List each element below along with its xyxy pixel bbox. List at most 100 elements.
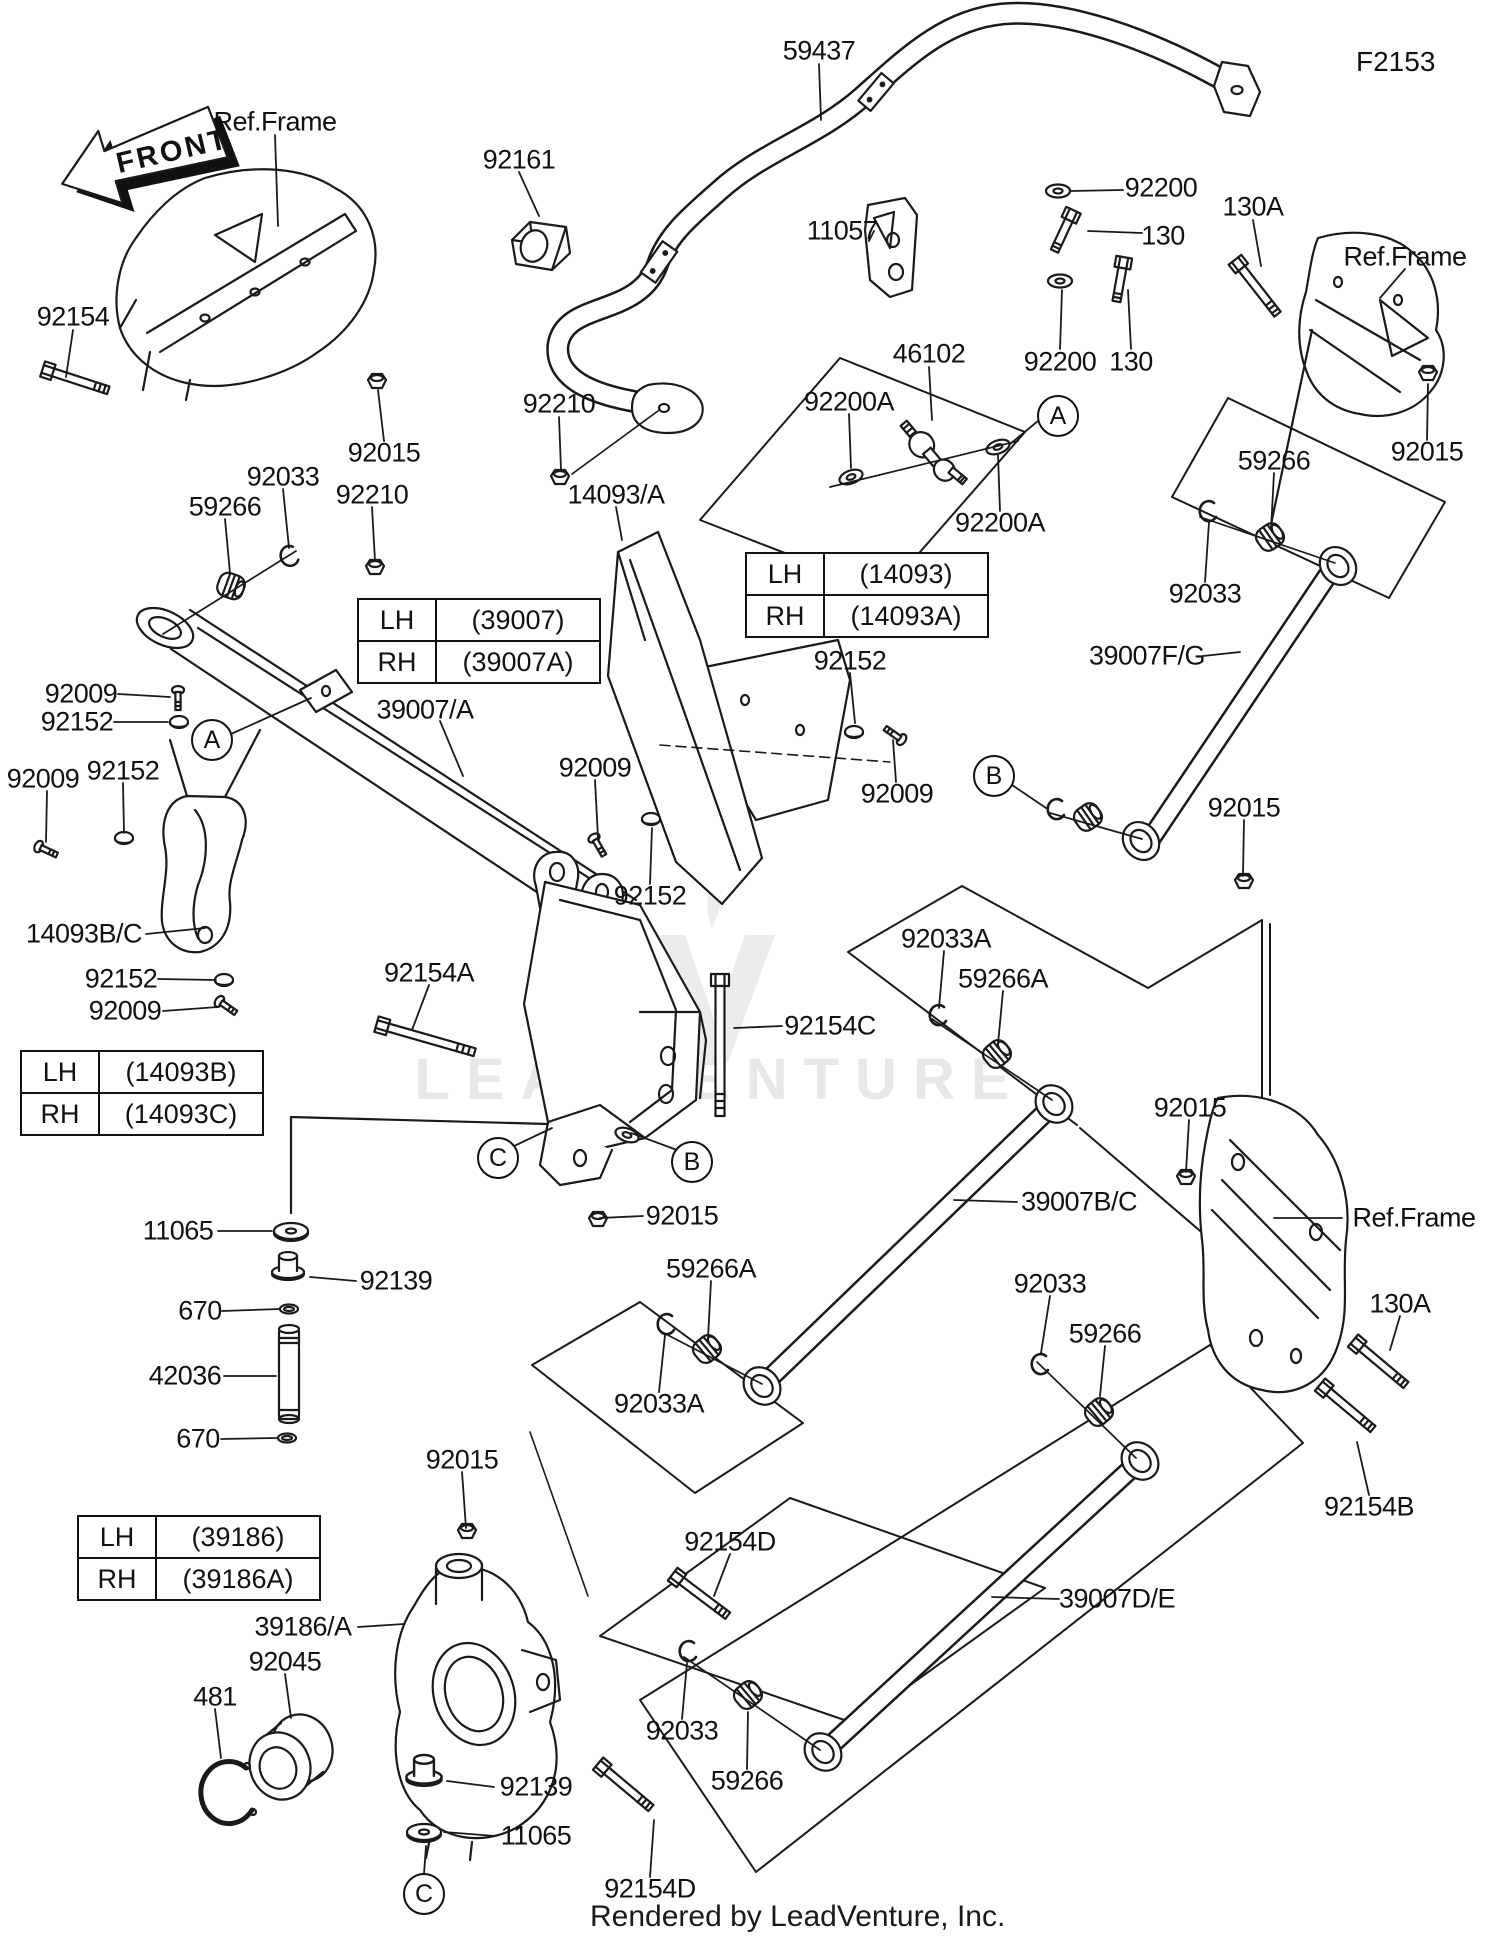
part-callout: 92015 xyxy=(425,1444,499,1475)
variant-side: LH xyxy=(357,598,437,642)
part-callout: 92139 xyxy=(499,1771,573,1802)
part-callout: 42036 xyxy=(148,1360,222,1391)
variant-table-14093: LH(14093)RH(14093A) xyxy=(745,552,989,638)
part-callout: 59266 xyxy=(1237,445,1311,476)
part-callout: 59437 xyxy=(782,35,856,66)
variant-part-number: (39007) xyxy=(435,598,601,642)
detail-marker-C: C xyxy=(477,1137,519,1179)
part-callout: 670 xyxy=(176,1423,220,1454)
stem-stack xyxy=(270,1221,310,1444)
part-callout: 59266 xyxy=(188,491,262,522)
part-callout: 92033 xyxy=(645,1715,719,1746)
part-callout: 92009 xyxy=(88,995,162,1026)
variant-row: LH(39007) xyxy=(357,598,601,642)
part-callout: 92154C xyxy=(784,1010,876,1041)
variant-table-39186: LH(39186)RH(39186A) xyxy=(77,1515,321,1601)
snap-ring-481 xyxy=(198,1759,258,1826)
variant-side: RH xyxy=(77,1557,157,1601)
variant-part-number: (39186A) xyxy=(155,1557,321,1601)
part-callout: 92152 xyxy=(613,880,687,911)
part-callout: 46102 xyxy=(892,338,966,369)
part-callout: 92015 xyxy=(347,437,421,468)
variant-row: RH(14093C) xyxy=(20,1092,264,1136)
part-callout: 11065 xyxy=(142,1215,214,1246)
trailing-arm-39007DE xyxy=(795,1433,1168,1780)
part-callout: 39186/A xyxy=(254,1611,352,1642)
detail-marker-B: B xyxy=(973,755,1015,797)
variant-side: RH xyxy=(20,1092,100,1136)
part-callout: 92009 xyxy=(44,678,118,709)
part-callout: 59266 xyxy=(1068,1318,1142,1349)
part-callout: 92154 xyxy=(36,301,110,332)
part-callout: 39007D/E xyxy=(1058,1583,1176,1614)
part-callout: 39007F/G xyxy=(1088,640,1206,671)
part-callout: 92033 xyxy=(1013,1268,1087,1299)
part-callout: 92009 xyxy=(6,763,80,794)
part-callout: 92200 xyxy=(1023,346,1097,377)
part-callout: 92033A xyxy=(900,923,992,954)
variant-table-14093B: LH(14093B)RH(14093C) xyxy=(20,1050,264,1136)
detail-marker-C: C xyxy=(403,1873,445,1915)
variant-row: LH(14093B) xyxy=(20,1050,264,1094)
ref-frame-left xyxy=(115,168,377,402)
part-callout: 11065 xyxy=(500,1820,572,1851)
variant-part-number: (14093A) xyxy=(823,594,989,638)
part-callout: 92009 xyxy=(860,778,934,809)
part-callout: 59266A xyxy=(665,1253,757,1284)
part-callout: 14093/A xyxy=(567,479,665,510)
bushing-92161 xyxy=(510,220,572,272)
part-callout: 14093B/C xyxy=(25,918,143,949)
part-callout: 11057 xyxy=(806,215,878,246)
trailing-arm-39007FG xyxy=(1114,538,1365,869)
part-callout: 481 xyxy=(193,1681,237,1712)
variant-row: RH(14093A) xyxy=(745,594,989,638)
part-callout: 92154D xyxy=(604,1873,696,1904)
stabilizer-link-46102 xyxy=(899,419,968,486)
variant-part-number: (39007A) xyxy=(435,640,601,684)
front-direction-arrow: FRONT xyxy=(61,105,240,212)
center-mount xyxy=(289,850,708,1597)
part-callout: 92152 xyxy=(84,963,158,994)
bracket-14093BC xyxy=(160,728,262,954)
trailing-arm-39007BC xyxy=(734,1076,1082,1414)
part-callout: 92200 xyxy=(1124,172,1198,203)
variant-side: LH xyxy=(20,1050,100,1094)
part-callout: 92015 xyxy=(1390,436,1464,467)
variant-part-number: (14093B) xyxy=(98,1050,264,1094)
cover-14093 xyxy=(606,530,891,906)
part-callout: 130A xyxy=(1222,191,1284,222)
drawing-code: F2153 xyxy=(1356,46,1436,77)
part-callout: Ref.Frame xyxy=(1343,241,1467,272)
knuckle-39186 xyxy=(198,1552,562,1862)
part-callout: 130 xyxy=(1109,346,1153,377)
part-callout: 92154B xyxy=(1323,1491,1415,1522)
part-callout: 59266 xyxy=(710,1765,784,1796)
frame-arm-39007 xyxy=(135,606,638,940)
part-callout: 130 xyxy=(1141,220,1185,251)
part-callout: 92015 xyxy=(645,1200,719,1231)
variant-side: RH xyxy=(745,594,825,638)
variant-row: RH(39007A) xyxy=(357,640,601,684)
detail-marker-A: A xyxy=(191,719,233,761)
sleeve-42036 xyxy=(277,1323,301,1425)
exploded-axes xyxy=(162,410,1336,1751)
part-callout: 39007/A xyxy=(376,694,474,725)
part-callout: 92152 xyxy=(86,755,160,786)
part-callout: 92200A xyxy=(803,386,895,417)
variant-side: LH xyxy=(745,552,825,596)
part-callout: 92015 xyxy=(1153,1092,1227,1123)
variant-part-number: (14093) xyxy=(823,552,989,596)
leader-lines xyxy=(45,63,1429,1878)
part-callout: 92152 xyxy=(813,645,887,676)
part-callout: 92033 xyxy=(1168,578,1242,609)
detail-marker-A: A xyxy=(1037,395,1079,437)
part-callout: 92033A xyxy=(613,1388,705,1419)
part-callout: 59266A xyxy=(957,963,1049,994)
part-callout: 92152 xyxy=(40,706,114,737)
part-callout: 92045 xyxy=(248,1646,322,1677)
variant-side: LH xyxy=(77,1515,157,1559)
part-callout: 39007B/C xyxy=(1020,1186,1138,1217)
